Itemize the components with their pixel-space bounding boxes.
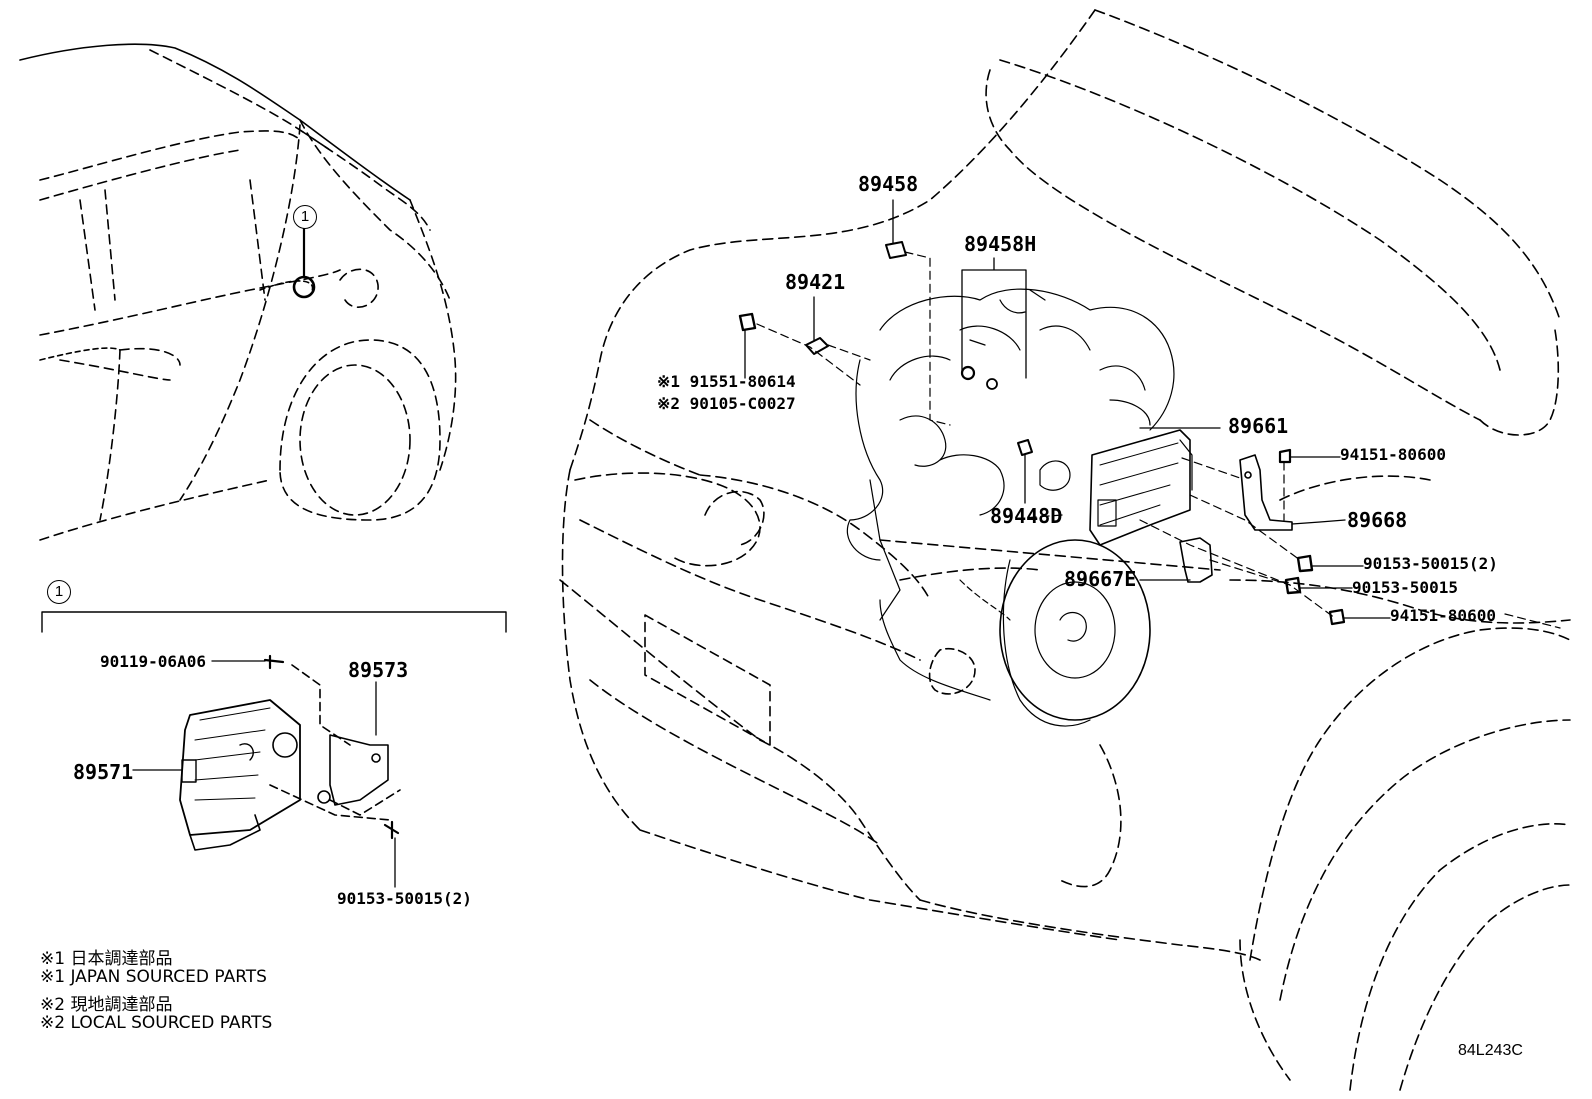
sensor-89421 <box>805 337 829 355</box>
front-vehicle-outline <box>559 9 1571 1091</box>
note-japan-sourced-en: ※1 JAPAN SOURCED PARTS <box>40 967 267 987</box>
label-90105-C0027: ※2 90105-C0027 <box>657 394 796 413</box>
label-91551-80614: ※1 91551-80614 <box>657 372 796 391</box>
note-local-sourced-en: ※2 LOCAL SOURCED PARTS <box>40 1013 273 1033</box>
nut-94151-lower <box>1328 608 1346 626</box>
note-japan-sourced-jp: ※1 日本調達部品 <box>40 949 173 969</box>
inset-bracket <box>41 611 507 633</box>
label-89661: 89661 <box>1228 414 1289 438</box>
bolt-90153-upper <box>1296 554 1314 573</box>
label-90119-06A06: 90119-06A06 <box>100 652 206 671</box>
label-89458: 89458 <box>858 172 919 196</box>
inset-marker-1: 1 <box>47 580 71 604</box>
engine-assembly <box>846 288 1175 701</box>
callout-marker-1: 1 <box>293 205 317 229</box>
label-89458H: 89458H <box>964 232 1037 256</box>
sensor-89448D <box>1017 439 1033 456</box>
bolt-91551 <box>738 312 757 332</box>
sensor-89458 <box>885 241 907 259</box>
figure-code: 84L243C <box>1458 1042 1523 1059</box>
label-89573: 89573 <box>348 658 409 682</box>
label-90153-50015: 90153-50015 <box>1352 578 1458 597</box>
label-89448D: 89448D <box>990 504 1063 528</box>
fuel-door-marker <box>292 275 316 299</box>
bracket-89667E <box>1179 537 1213 583</box>
nut-94151-upper <box>1278 448 1292 464</box>
label-94151-80600-upper: 94151-80600 <box>1340 445 1446 464</box>
assembly-lines <box>756 251 1561 629</box>
transmission-flywheel <box>999 539 1151 727</box>
label-89667E: 89667E <box>1064 567 1137 591</box>
label-90153-50015-2-upper: 90153-50015(2) <box>1363 554 1498 573</box>
bracket-89668 <box>1239 454 1293 531</box>
sensor-89458H <box>960 365 976 381</box>
label-89571: 89571 <box>73 760 134 784</box>
label-89668: 89668 <box>1347 508 1408 532</box>
label-89421: 89421 <box>785 270 846 294</box>
ecu-89661 <box>1089 429 1193 546</box>
label-94151-80600-lower: 94151-80600 <box>1390 606 1496 625</box>
leader-lines <box>132 199 1391 888</box>
note-local-sourced-jp: ※2 現地調達部品 <box>40 995 173 1015</box>
inset-ecu-assembly <box>179 654 401 851</box>
rear-vehicle-outline <box>19 43 457 541</box>
label-90153-50015-2-inset: 90153-50015(2) <box>337 889 472 908</box>
